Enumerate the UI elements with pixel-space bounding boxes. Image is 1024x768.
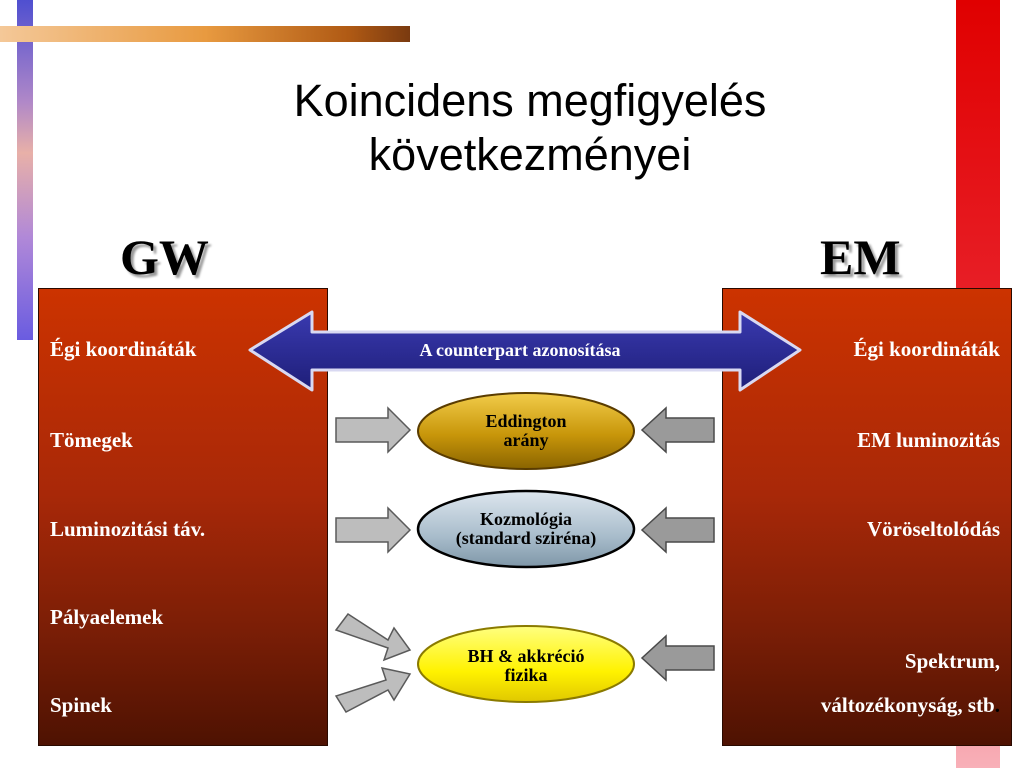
eddington-ellipse [417, 392, 635, 470]
em-to-bh-arrow [640, 634, 715, 682]
em-item-spectrum: Spektrum, [904, 649, 1000, 673]
left-decor-bar [17, 0, 33, 340]
em-item-variability-period: . [994, 693, 1000, 717]
em-item-em-luminosity: EM luminozitás [857, 428, 1000, 452]
em-heading: EM [820, 229, 901, 285]
em-item-sky-coordinates: Égi koordináták [853, 337, 1000, 361]
em-item-variability-text: változékonyság, stb [820, 693, 995, 717]
gw-item-orbital-elements: Pályaelemek [50, 605, 164, 629]
cosmology-ellipse [416, 489, 636, 569]
bh-accretion-label: BH & akkréció fizika [418, 647, 634, 685]
bh-accretion-ellipse [417, 625, 635, 703]
gw-to-bh-arrow-upper [334, 612, 412, 662]
gw-item-sky-coordinates: Égi koordináták [50, 337, 197, 361]
title-line-2: következményei [368, 129, 692, 180]
eddington-label: Eddington arány [418, 412, 634, 450]
counterpart-label: A counterpart azonosítása [419, 340, 621, 360]
em-to-eddington-arrow [640, 406, 715, 454]
bh-accretion-line-2: fizika [504, 665, 548, 685]
gw-heading: GW [120, 229, 209, 285]
gw-item-luminosity-distance: Luminozitási táv. [50, 517, 206, 541]
em-to-cosmology-arrow [640, 506, 715, 554]
em-item-redshift: Vöröseltolódás [867, 517, 1000, 541]
gw-item-masses: Tömegek [50, 428, 133, 452]
bh-accretion-line-1: BH & akkréció [467, 646, 585, 666]
top-decor-bar [0, 26, 410, 42]
em-item-variability: változékonyság, stb. [821, 693, 1000, 718]
title-line-1: Koincidens megfigyelés [293, 75, 767, 126]
gw-item-spins: Spinek [50, 693, 112, 717]
gw-to-eddington-arrow [335, 406, 412, 454]
gw-to-cosmology-arrow [335, 506, 412, 554]
counterpart-double-arrow [248, 310, 802, 392]
cosmology-line-1: Kozmológia [480, 509, 572, 529]
gw-to-bh-arrow-lower [334, 666, 412, 713]
cosmology-label: Kozmológia (standard sziréna) [418, 510, 634, 548]
eddington-line-2: arány [503, 430, 549, 450]
cosmology-line-2: (standard sziréna) [455, 528, 597, 548]
slide-title: Koincidens megfigyelés következményei [150, 74, 910, 182]
eddington-line-1: Eddington [485, 411, 567, 431]
